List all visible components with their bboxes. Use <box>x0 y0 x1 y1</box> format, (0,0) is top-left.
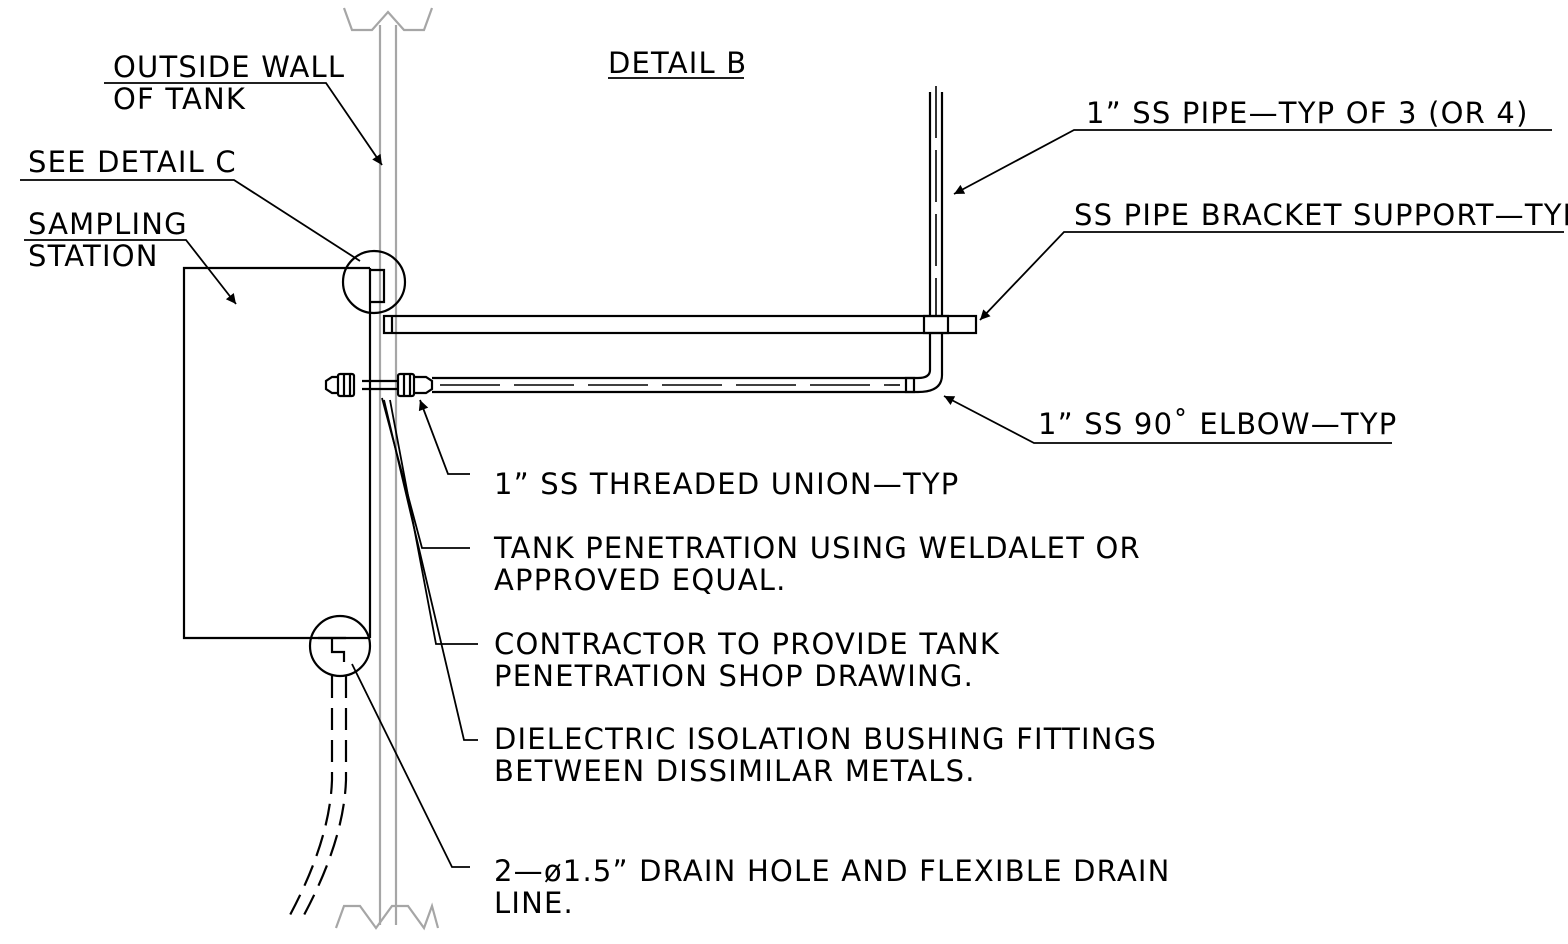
sampling-station-box <box>182 266 386 662</box>
pipe-bracket-support <box>382 314 978 335</box>
detail-title: DETAIL B <box>608 46 747 80</box>
ss-pipe-label: 1” SS PIPE—TYP OF 3 (OR 4) <box>1086 96 1529 130</box>
dielectric-label-line2: BETWEEN DISSIMILAR METALS. <box>494 754 976 788</box>
contractor-leader <box>389 399 478 645</box>
threaded-union <box>396 372 434 398</box>
outside-wall-label-line2: OF TANK <box>113 82 246 116</box>
dielectric-bushing-fitting <box>324 372 356 398</box>
drain-label-line1: 2—ø1.5” DRAIN HOLE AND FLEXIBLE DRAIN <box>494 854 1171 888</box>
sampling-station-label-line2: STATION <box>28 239 159 273</box>
vertical-ss-pipe <box>928 86 944 375</box>
drain-leader <box>351 663 470 868</box>
bracket-support-leader <box>979 231 1564 321</box>
union-leader <box>418 399 470 475</box>
flexible-drain-line <box>289 676 348 916</box>
dielectric-label-line1: DIELECTRIC ISOLATION BUSHING FITTINGS <box>494 722 1157 756</box>
horizontal-ss-pipe <box>362 376 906 394</box>
ss-pipe-leader <box>953 129 1552 195</box>
contractor-label-line2: PENETRATION SHOP DRAWING. <box>494 659 974 693</box>
detail-c-circle <box>341 249 407 315</box>
union-label: 1” SS THREADED UNION—TYP <box>494 467 959 501</box>
tank-wall <box>334 7 440 931</box>
sampling-station-label-line1: SAMPLING <box>28 207 188 241</box>
penetration-label-line2: APPROVED EQUAL. <box>494 563 787 597</box>
drain-label-line2: LINE. <box>494 886 574 920</box>
outside-wall-label-line1: OUTSIDE WALL <box>113 50 345 84</box>
dielectric-leader <box>383 399 478 741</box>
penetration-label-line1: TANK PENETRATION USING WELDALET OR <box>493 531 1141 565</box>
ss-elbow <box>904 369 944 394</box>
drain-detail-circle <box>308 614 372 678</box>
contractor-label-line1: CONTRACTOR TO PROVIDE TANK <box>494 627 1000 661</box>
sampling-station-leader <box>24 239 237 305</box>
see-detail-c-label: SEE DETAIL C <box>28 145 237 179</box>
bracket-support-label: SS PIPE BRACKET SUPPORT—TYP <box>1074 198 1568 232</box>
elbow-leader <box>943 395 1392 444</box>
see-detail-c-leader <box>20 179 361 262</box>
outside-wall-leader <box>104 82 383 166</box>
elbow-label: 1” SS 90˚ ELBOW—TYP <box>1038 407 1397 441</box>
